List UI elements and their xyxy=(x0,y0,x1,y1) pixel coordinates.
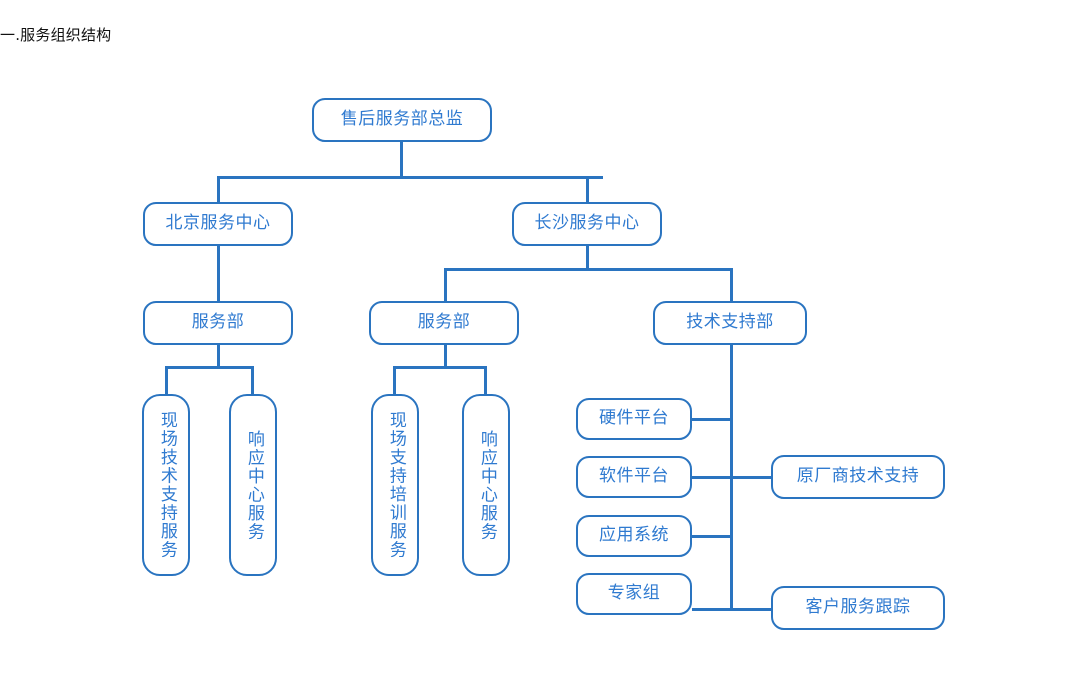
node-changsha-response-center-service[interactable]: 响应中心服务 xyxy=(462,394,510,576)
connector-to-cs-tech xyxy=(730,268,733,302)
node-customer-service-tracking[interactable]: 客户服务跟踪 xyxy=(771,586,945,630)
node-software-platform[interactable]: 软件平台 xyxy=(576,456,692,498)
connector-to-sw-plat xyxy=(692,476,732,479)
connector-to-cs-resp xyxy=(484,366,487,396)
connector-to-bj-resp xyxy=(251,366,254,396)
connector-cs-leaf-bus xyxy=(393,366,486,369)
node-beijing-service-center[interactable]: 北京服务中心 xyxy=(143,202,293,246)
connector-to-hw-plat xyxy=(692,418,732,421)
connector-bj-leaf-bus xyxy=(165,366,253,369)
node-root[interactable]: 售后服务部总监 xyxy=(312,98,492,142)
connector-to-cs-field xyxy=(393,366,396,396)
node-oem-tech-support[interactable]: 原厂商技术支持 xyxy=(771,455,945,499)
connector-cs-center-down xyxy=(586,246,589,270)
connector-to-bj-field xyxy=(165,366,168,396)
node-changsha-field-training-service[interactable]: 现场支持培训服务 xyxy=(371,394,419,576)
connector-to-app-sys xyxy=(692,535,732,538)
connector-level1-bus xyxy=(217,176,603,179)
node-changsha-service-dept[interactable]: 服务部 xyxy=(369,301,519,345)
connector-root-down xyxy=(400,142,403,178)
connector-bj-service-down xyxy=(217,345,220,368)
node-tech-support-dept[interactable]: 技术支持部 xyxy=(653,301,807,345)
connector-to-expert xyxy=(692,608,732,611)
connector-level2-bus xyxy=(444,268,732,271)
node-beijing-response-center-service[interactable]: 响应中心服务 xyxy=(229,394,277,576)
connector-cs-service-down xyxy=(444,345,447,368)
connector-to-cs-center xyxy=(586,176,589,203)
connector-to-cs-service xyxy=(444,268,447,302)
node-beijing-field-tech-support-service[interactable]: 现场技术支持服务 xyxy=(142,394,190,576)
page-title: 一.服务组织结构 xyxy=(0,26,112,44)
node-application-system[interactable]: 应用系统 xyxy=(576,515,692,557)
connector-bj-center-down xyxy=(217,246,220,302)
node-expert-group[interactable]: 专家组 xyxy=(576,573,692,615)
node-hardware-platform[interactable]: 硬件平台 xyxy=(576,398,692,440)
connector-to-cust-track xyxy=(730,608,773,611)
node-changsha-service-center[interactable]: 长沙服务中心 xyxy=(512,202,662,246)
connector-to-oem-support xyxy=(730,476,773,479)
node-beijing-service-dept[interactable]: 服务部 xyxy=(143,301,293,345)
connector-to-bj-center xyxy=(217,176,220,203)
